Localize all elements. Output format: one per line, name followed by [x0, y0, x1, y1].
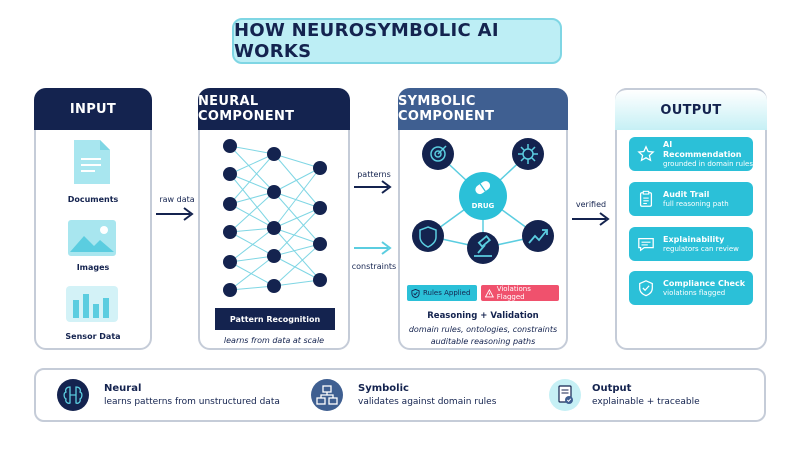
output-card-explainability: Explainability regulators can review	[629, 227, 753, 261]
legend-neural-desc: learns patterns from unstructured data	[104, 397, 280, 407]
input-images-label: Images	[76, 263, 110, 272]
output-card-title: Explainability	[663, 234, 725, 244]
drug-center-label: DRUG	[471, 202, 495, 210]
reasoning-title: Reasoning + Validation	[427, 311, 539, 321]
brain-circuit-icon	[57, 379, 89, 411]
input-sensor-label: Sensor Data	[65, 332, 121, 341]
output-card-sub: full reasoning path	[663, 199, 729, 208]
reasoning-line1: domain rules, ontologies, constraints	[408, 325, 558, 334]
output-header: OUTPUT	[615, 88, 767, 130]
legend-output-title: Output	[592, 383, 632, 394]
output-panel: OUTPUT	[615, 88, 767, 350]
bar-chart-icon	[66, 286, 118, 322]
legend-symbolic-desc: validates against domain rules	[358, 397, 497, 407]
reasoning-line2: auditable reasoning paths	[430, 337, 536, 346]
arrow-label-patterns: patterns	[357, 170, 391, 179]
arrow-raw-data	[156, 207, 194, 221]
input-header: INPUT	[34, 88, 152, 130]
arrow-label-raw-data: raw data	[159, 195, 195, 204]
output-card-sub: regulators can review	[663, 244, 739, 253]
output-card-sub: violations flagged	[663, 288, 726, 297]
symbolic-graph	[412, 138, 554, 264]
image-icon	[68, 220, 116, 256]
pattern-recognition-box: Pattern Recognition	[215, 308, 335, 330]
legend	[34, 368, 766, 422]
arrow-constraints	[354, 241, 392, 255]
violations-flagged-badge: Violations Flagged	[481, 285, 559, 301]
document-icon	[74, 140, 110, 184]
output-card-audit-trail: Audit Trail full reasoning path	[629, 182, 753, 216]
input-documents-label: Documents	[67, 195, 119, 204]
legend-symbolic-title: Symbolic	[358, 383, 409, 394]
arrow-verified	[572, 212, 610, 226]
page-title: HOW NEUROSYMBOLIC AI WORKS	[232, 18, 562, 64]
chat-icon	[638, 237, 654, 252]
report-icon	[549, 379, 581, 411]
shield-check-small-icon	[411, 288, 420, 298]
violations-flagged-label: Violations Flagged	[496, 285, 531, 301]
output-card-sub: grounded in domain rules	[663, 159, 754, 168]
output-card-title: AI Recommendation	[663, 139, 742, 159]
arrow-patterns	[354, 180, 392, 194]
legend-neural-title: Neural	[104, 383, 142, 394]
arrow-label-verified: verified	[575, 200, 607, 209]
output-card-ai-recommendation: AI Recommendation grounded in domain rul…	[629, 137, 753, 171]
output-card-title: Audit Trail	[663, 189, 710, 199]
shield-check-icon	[639, 280, 653, 297]
rules-applied-label: Rules Applied	[423, 289, 471, 297]
symbolic-header: SYMBOLIC COMPONENT	[398, 88, 568, 130]
star-icon	[637, 145, 655, 162]
neural-caption: learns from data at scale	[223, 336, 325, 345]
output-card-compliance-check: Compliance Check violations flagged	[629, 271, 753, 305]
neural-network-diagram	[223, 139, 327, 297]
neural-panel: NEURAL COMPONENT	[198, 88, 350, 350]
output-card-title: Compliance Check	[663, 278, 746, 288]
neural-header: NEURAL COMPONENT	[198, 88, 350, 130]
rules-applied-badge: Rules Applied	[407, 285, 477, 301]
hierarchy-icon	[311, 379, 343, 411]
legend-output-desc: explainable + traceable	[592, 397, 700, 407]
clipboard-icon	[639, 190, 653, 207]
arrow-label-constraints: constraints	[351, 262, 397, 271]
warning-icon	[485, 288, 494, 297]
